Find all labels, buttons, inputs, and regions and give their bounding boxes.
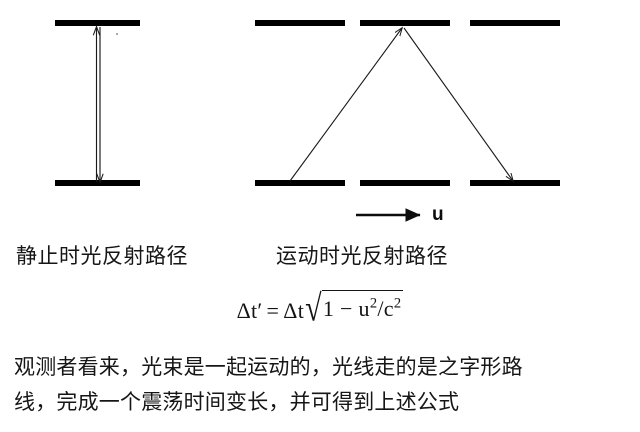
mirror-bar-bottom-2 (360, 180, 450, 186)
radicand-exponent-u: 2 (369, 295, 378, 312)
radicand-exponent-c: 2 (393, 295, 402, 312)
mirror-bar-top-3 (470, 20, 560, 26)
mirror-bar-top-2 (360, 20, 450, 26)
radicand-mid: /c (377, 296, 394, 321)
moving-light-clock (255, 20, 560, 186)
formula-coefficient: Δt (283, 298, 305, 323)
mirror-bar-bottom-1 (255, 180, 345, 186)
paragraph-line-2: 线，完成一个震荡时间变长，并可得到上述公式 (14, 391, 460, 414)
radical-sign-glyph: √ (305, 288, 322, 330)
caption-moving-path: 运动时光反射路径 (276, 245, 448, 268)
stationary-light-clock (55, 20, 140, 186)
formula-radical: √1 − u2/c2 (304, 288, 404, 330)
explanatory-paragraph: 观测者看来，光束是一起运动的，光线走的是之字形路 线，完成一个震荡时间变长，并可… (14, 350, 630, 420)
light-beam-diagonal-down (403, 27, 513, 181)
mirror-bar-top-left (55, 20, 140, 26)
mirror-bar-top-1 (255, 20, 345, 26)
mirror-bar-bottom-left (55, 180, 140, 186)
mirror-bar-bottom-3 (470, 180, 560, 186)
time-dilation-formula: Δt′=Δt√1 − u2/c2 (236, 288, 404, 330)
caption-stationary-path: 静止时光反射路径 (16, 245, 188, 268)
light-beam-diagonal-up (289, 28, 402, 182)
radicand-lead: 1 − u (322, 296, 370, 321)
speck-dot (116, 33, 118, 35)
diagram-captions: 静止时光反射路径 运动时光反射路径 (0, 240, 640, 278)
formula-container: Δt′=Δt√1 − u2/c2 (0, 288, 640, 332)
formula-lhs: Δt′ (236, 298, 263, 323)
formula-equals: = (266, 298, 280, 323)
light-clock-diagrams (55, 20, 560, 222)
formula-radicand: 1 − u2/c2 (321, 290, 404, 326)
velocity-arrow-label: u (432, 204, 444, 225)
paragraph-line-1: 观测者看来，光束是一起运动的，光线走的是之字形路 (14, 356, 523, 379)
